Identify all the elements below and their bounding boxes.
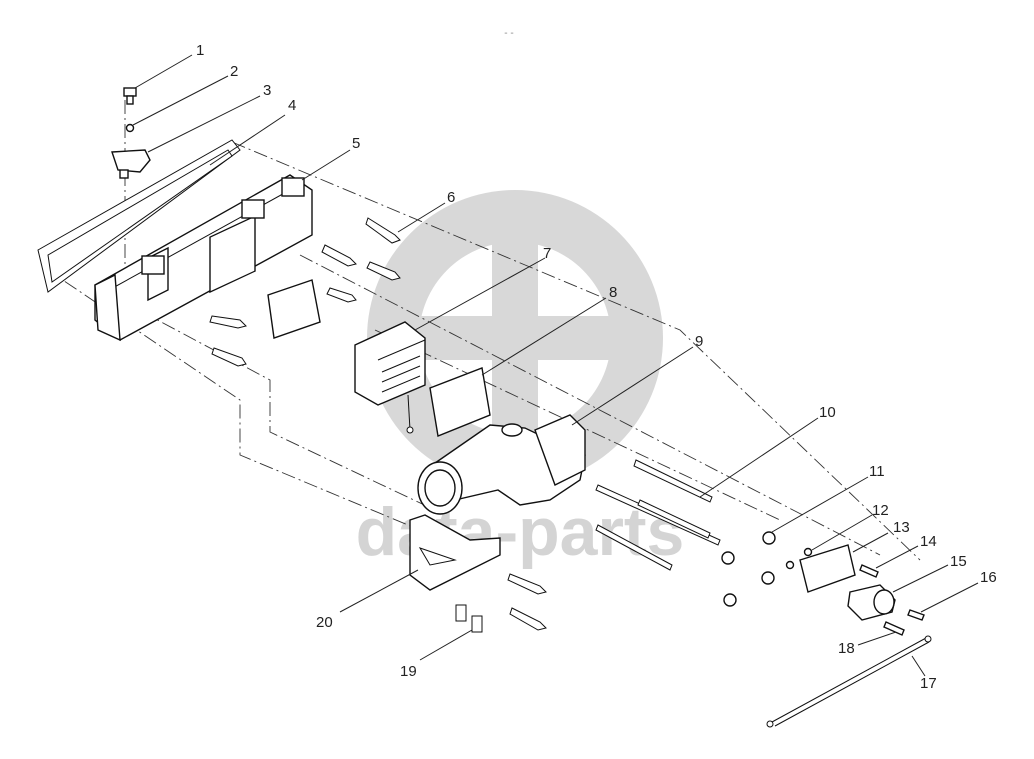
manifold-part-5	[94, 174, 313, 342]
flange-bolts-part-19	[455, 573, 547, 633]
callout-1: 1	[196, 42, 204, 59]
callout-15: 15	[950, 553, 967, 570]
sensor-part-3	[111, 149, 151, 179]
manifold-bolts-part-6	[209, 217, 401, 367]
studs-part-10	[595, 459, 721, 571]
grid-heater-part-7	[354, 321, 426, 434]
callout-20: 20	[316, 614, 333, 631]
callout-6: 6	[447, 189, 455, 206]
callout-10: 10	[819, 404, 836, 421]
callout-8: 8	[609, 284, 617, 301]
top-mark: - -	[504, 28, 513, 39]
relay-part-15	[847, 584, 896, 621]
callout-5: 5	[352, 135, 360, 152]
nuts-part-11	[721, 531, 776, 607]
callout-2: 2	[230, 63, 238, 80]
screw-part-14	[859, 564, 879, 578]
washer-part-2	[125, 123, 135, 133]
cable-part-17	[766, 635, 932, 728]
leader-lines	[132, 54, 979, 677]
screw-part-16	[907, 609, 925, 621]
callout-9: 9	[695, 333, 703, 350]
bracket-plate-part-13	[799, 544, 856, 593]
callout-3: 3	[263, 82, 271, 99]
callout-17: 17	[920, 675, 937, 692]
support-bracket-part-20	[409, 514, 501, 591]
gasket-part-4	[37, 139, 241, 293]
callout-7: 7	[543, 245, 551, 262]
callout-18: 18	[838, 640, 855, 657]
screw-part-18	[883, 621, 905, 636]
callout-11: 11	[869, 463, 885, 480]
callout-4: 4	[288, 97, 296, 114]
heater-gasket-part-8	[429, 367, 491, 437]
intake-elbow-part-9	[417, 414, 586, 515]
callout-14: 14	[920, 533, 937, 550]
port-gasket	[267, 279, 321, 339]
callouts: 1 2 3 4 5 6 7 8 9 10 11 12 13 14 15 16 1…	[196, 42, 997, 692]
callout-19: 19	[400, 663, 417, 680]
callout-13: 13	[893, 519, 910, 536]
callout-12: 12	[872, 502, 889, 519]
callout-16: 16	[980, 569, 997, 586]
nut-part-12	[785, 547, 813, 570]
bolt-part-1	[123, 87, 137, 105]
